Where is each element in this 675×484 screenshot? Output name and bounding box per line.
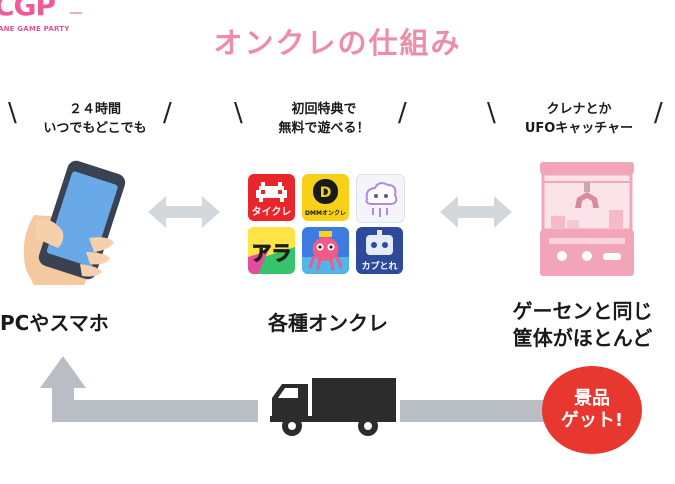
logo-subtitle: ANE GAME PARTY: [0, 25, 70, 33]
logo-divider: [70, 12, 82, 14]
truck-icon: [270, 378, 396, 436]
up-arrow-icon: [40, 356, 86, 388]
prize-badge: 景品 ゲット!: [542, 366, 642, 454]
caption-pc: ２４時間 いつでもどこでも: [20, 100, 170, 138]
label-arcade-line1: ゲーセンと同じ: [512, 299, 653, 323]
page-title: オンクレの仕組み: [213, 26, 462, 60]
caption-arcade-line2: UFOキャッチャー: [524, 121, 634, 136]
capture-app-icon[interactable]: カプとれ: [356, 227, 403, 274]
prize-badge-line2: ゲット!: [560, 410, 624, 431]
label-arcade-line2: 筐体がほとんど: [512, 326, 653, 350]
caption-online-claw: 初回特典で 無料で遊べる！: [245, 100, 403, 138]
taikure-app-label: タイクレ: [252, 206, 292, 218]
caption-arcade-line1: クレナとか: [546, 102, 612, 117]
caption-slash-left: \: [487, 98, 496, 128]
octopus-crane-app-icon[interactable]: [302, 227, 349, 274]
caption-slash-right: /: [654, 98, 663, 128]
caption-online-claw-line1: 初回特典で: [291, 102, 357, 117]
dmm-onkure-app-icon[interactable]: D DMMオンクレ: [302, 174, 349, 221]
caption-online-claw-line2: 無料で遊べる！: [278, 121, 370, 136]
arena-app-icon[interactable]: アラ: [248, 227, 295, 274]
dmm-app-label: DMMオンクレ: [305, 209, 346, 217]
label-arcade-machine: ゲーセンと同じ 筐体がほとんど: [490, 298, 675, 352]
flow-bar-vertical: [52, 386, 74, 422]
cgp-logo[interactable]: CGP: [0, 0, 56, 22]
double-arrow-icon: [440, 196, 512, 228]
svg-text:D: D: [320, 185, 332, 201]
arena-app-label: アラ: [252, 241, 292, 265]
taikure-app-icon[interactable]: タイクレ: [248, 174, 295, 221]
caption-slash-left: \: [234, 98, 243, 128]
caption-slash-right: /: [398, 98, 407, 128]
caption-slash-right: /: [163, 98, 172, 128]
caption-slash-left: \: [8, 98, 17, 128]
caption-arcade: クレナとか UFOキャッチャー: [500, 100, 658, 138]
double-arrow-icon: [148, 196, 220, 228]
prize-badge-line1: 景品: [574, 388, 610, 409]
caption-pc-line1: ２４時間: [68, 102, 121, 117]
capture-app-label: カプとれ: [361, 260, 397, 272]
crane-machine-icon: [540, 162, 634, 276]
smartphone-hand-icon: [23, 160, 126, 285]
label-pc-smartphone: PCやスマホ: [0, 311, 109, 335]
cloud-crane-app-icon[interactable]: [356, 174, 405, 223]
label-online-claw: 各種オンクレ: [268, 311, 388, 335]
caption-pc-line2: いつでもどこでも: [43, 121, 147, 136]
